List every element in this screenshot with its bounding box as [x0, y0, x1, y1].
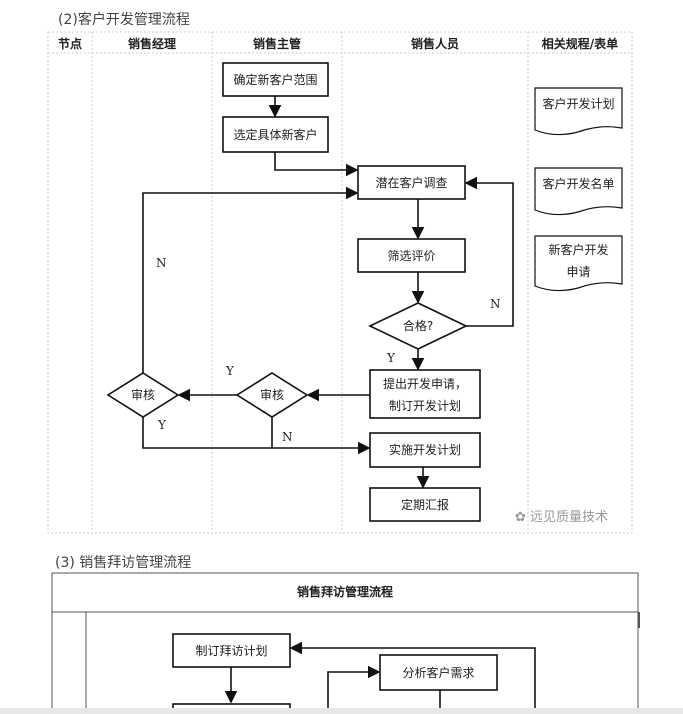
label-y: Y	[387, 351, 395, 365]
header-forms: 相关规程/表单	[541, 37, 619, 51]
doc-application-line2: 申请	[566, 265, 591, 279]
label-n: N	[156, 256, 167, 270]
step-select-customer: 选定具体新客户	[233, 127, 318, 142]
wechat-icon: ✿	[515, 510, 531, 525]
step-define-range: 确定新客户范围	[233, 72, 318, 87]
step-survey: 潜在客户调查	[375, 175, 448, 190]
step-implement: 实施开发计划	[388, 443, 461, 457]
step-apply-line1: 提出开发申请，	[382, 377, 467, 391]
watermark-text: 远见质量技术	[530, 510, 609, 525]
step-analyze-needs: 分析客户需求	[402, 665, 475, 680]
section-title: (2)客户开发管理流程	[58, 12, 190, 28]
doc-list: 客户开发名单	[542, 177, 615, 191]
step-visit-plan: 制订拜访计划	[195, 643, 268, 658]
step-apply-line2: 制订开发计划	[388, 399, 461, 413]
label-n: N	[282, 430, 293, 444]
header-sales-manager: 销售经理	[127, 37, 176, 51]
header-sales-staff: 销售人员	[410, 37, 459, 51]
header-node: 节点	[57, 37, 82, 51]
watermark: ✿ 远见质量技术	[515, 506, 608, 525]
step-report: 定期汇报	[400, 497, 449, 512]
decision-manager-review: 审核	[130, 388, 155, 402]
label-y: Y	[226, 364, 234, 378]
section-title: (3) 销售拜访管理流程	[55, 555, 192, 571]
decision-qualified: 合格?	[402, 319, 434, 333]
decision-supervisor-review: 审核	[259, 388, 284, 402]
table-title: 销售拜访管理流程	[296, 585, 393, 599]
label-y: Y	[158, 418, 166, 432]
header-sales-supervisor: 销售主管	[252, 37, 301, 51]
step-evaluate: 筛选评价	[387, 248, 436, 263]
label-n: N	[490, 297, 501, 311]
doc-application-line1: 新客户开发	[548, 243, 609, 257]
doc-plan: 客户开发计划	[542, 97, 615, 111]
